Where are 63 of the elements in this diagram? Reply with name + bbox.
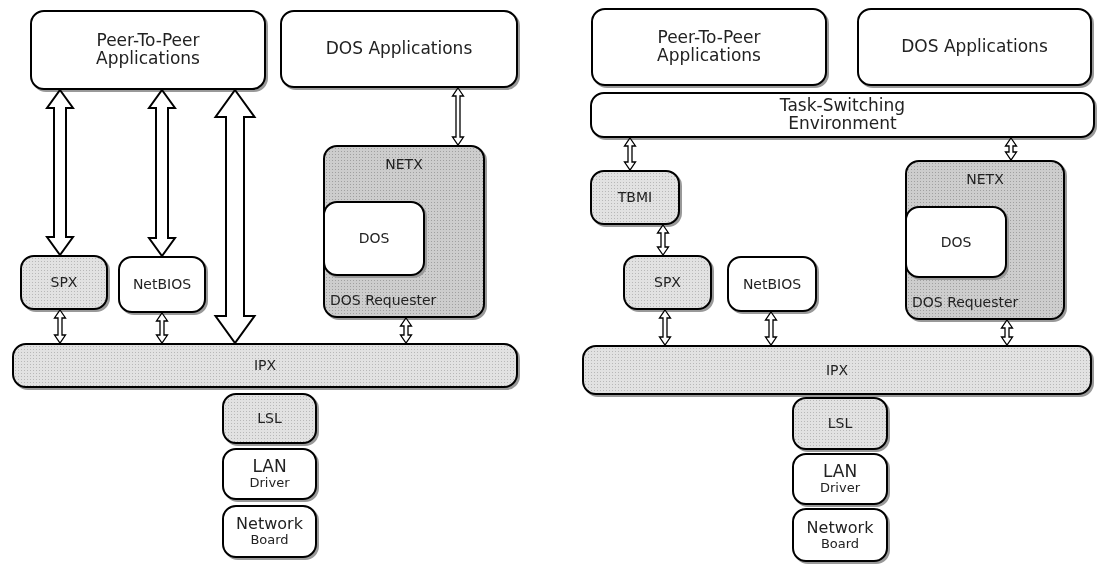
double-arrow: [1000, 318, 1014, 347]
layer-box: [222, 505, 317, 558]
double-arrow: [451, 86, 465, 147]
layer-label: Network: [806, 519, 874, 537]
layer-box: [12, 343, 518, 388]
layer-box: [30, 10, 266, 90]
layer-label: DOS: [358, 231, 390, 246]
layer-label: IPX: [253, 358, 277, 373]
layer-label: Board: [250, 533, 289, 547]
layer-box: [590, 170, 680, 225]
layer-box: [280, 10, 518, 88]
layer-box: [792, 397, 888, 450]
layer-label: Task-Switching Environment: [778, 97, 907, 133]
layer-label: LAN: [822, 463, 858, 482]
layer-label: NetBIOS: [132, 277, 192, 292]
layer-box: [792, 508, 888, 562]
layer-label: NETX: [966, 172, 1004, 187]
layer-box: [323, 201, 425, 276]
double-arrow: [53, 308, 67, 345]
double-arrow: [656, 223, 670, 257]
layer-box: [905, 206, 1007, 278]
double-arrow: [155, 311, 169, 345]
layer-box: [623, 255, 712, 310]
double-arrow: [45, 88, 75, 257]
layer-box: [590, 92, 1095, 138]
layer-label: SPX: [50, 275, 78, 290]
layer-label: DOS Applications: [901, 38, 1048, 56]
double-arrow: [658, 308, 672, 347]
layer-label: LSL: [827, 416, 853, 431]
double-arrow: [147, 88, 177, 258]
layer-label: DOS Requester: [911, 295, 1019, 310]
layer-label: SPX: [654, 275, 681, 290]
layer-label: Board: [820, 536, 860, 551]
layer-label: Peer-To-Peer Applications: [656, 29, 762, 65]
layer-label: NetBIOS: [742, 276, 802, 292]
layer-label: Peer-To-Peer Applications: [95, 32, 201, 68]
layer-box: [20, 255, 108, 310]
layer-label: LSL: [257, 411, 282, 426]
double-arrow: [764, 310, 778, 347]
layer-box: [792, 453, 888, 505]
module-panel: [905, 160, 1065, 320]
module-panel: [323, 145, 485, 318]
double-arrow: [623, 136, 637, 172]
layer-box: [727, 256, 817, 312]
layer-label: DOS Requester: [329, 293, 437, 308]
layer-label: TBMI: [617, 190, 653, 205]
layer-box: [222, 393, 317, 444]
layer-label: DOS Applications: [325, 40, 473, 58]
layer-box: [118, 256, 206, 313]
layer-label: LAN: [252, 458, 287, 477]
layer-label: Network: [236, 516, 303, 534]
layer-box: [222, 448, 317, 500]
layer-label: Driver: [249, 476, 290, 490]
double-arrow: [399, 316, 413, 345]
layer-label: IPX: [825, 362, 849, 378]
layer-label: NETX: [385, 157, 423, 172]
double-arrow: [1004, 136, 1018, 162]
layer-box: [582, 345, 1092, 395]
layer-label: Driver: [820, 481, 860, 495]
layer-box: [591, 8, 827, 86]
double-arrow: [213, 88, 257, 345]
layer-label: DOS: [940, 234, 972, 250]
layer-box: [857, 8, 1092, 86]
